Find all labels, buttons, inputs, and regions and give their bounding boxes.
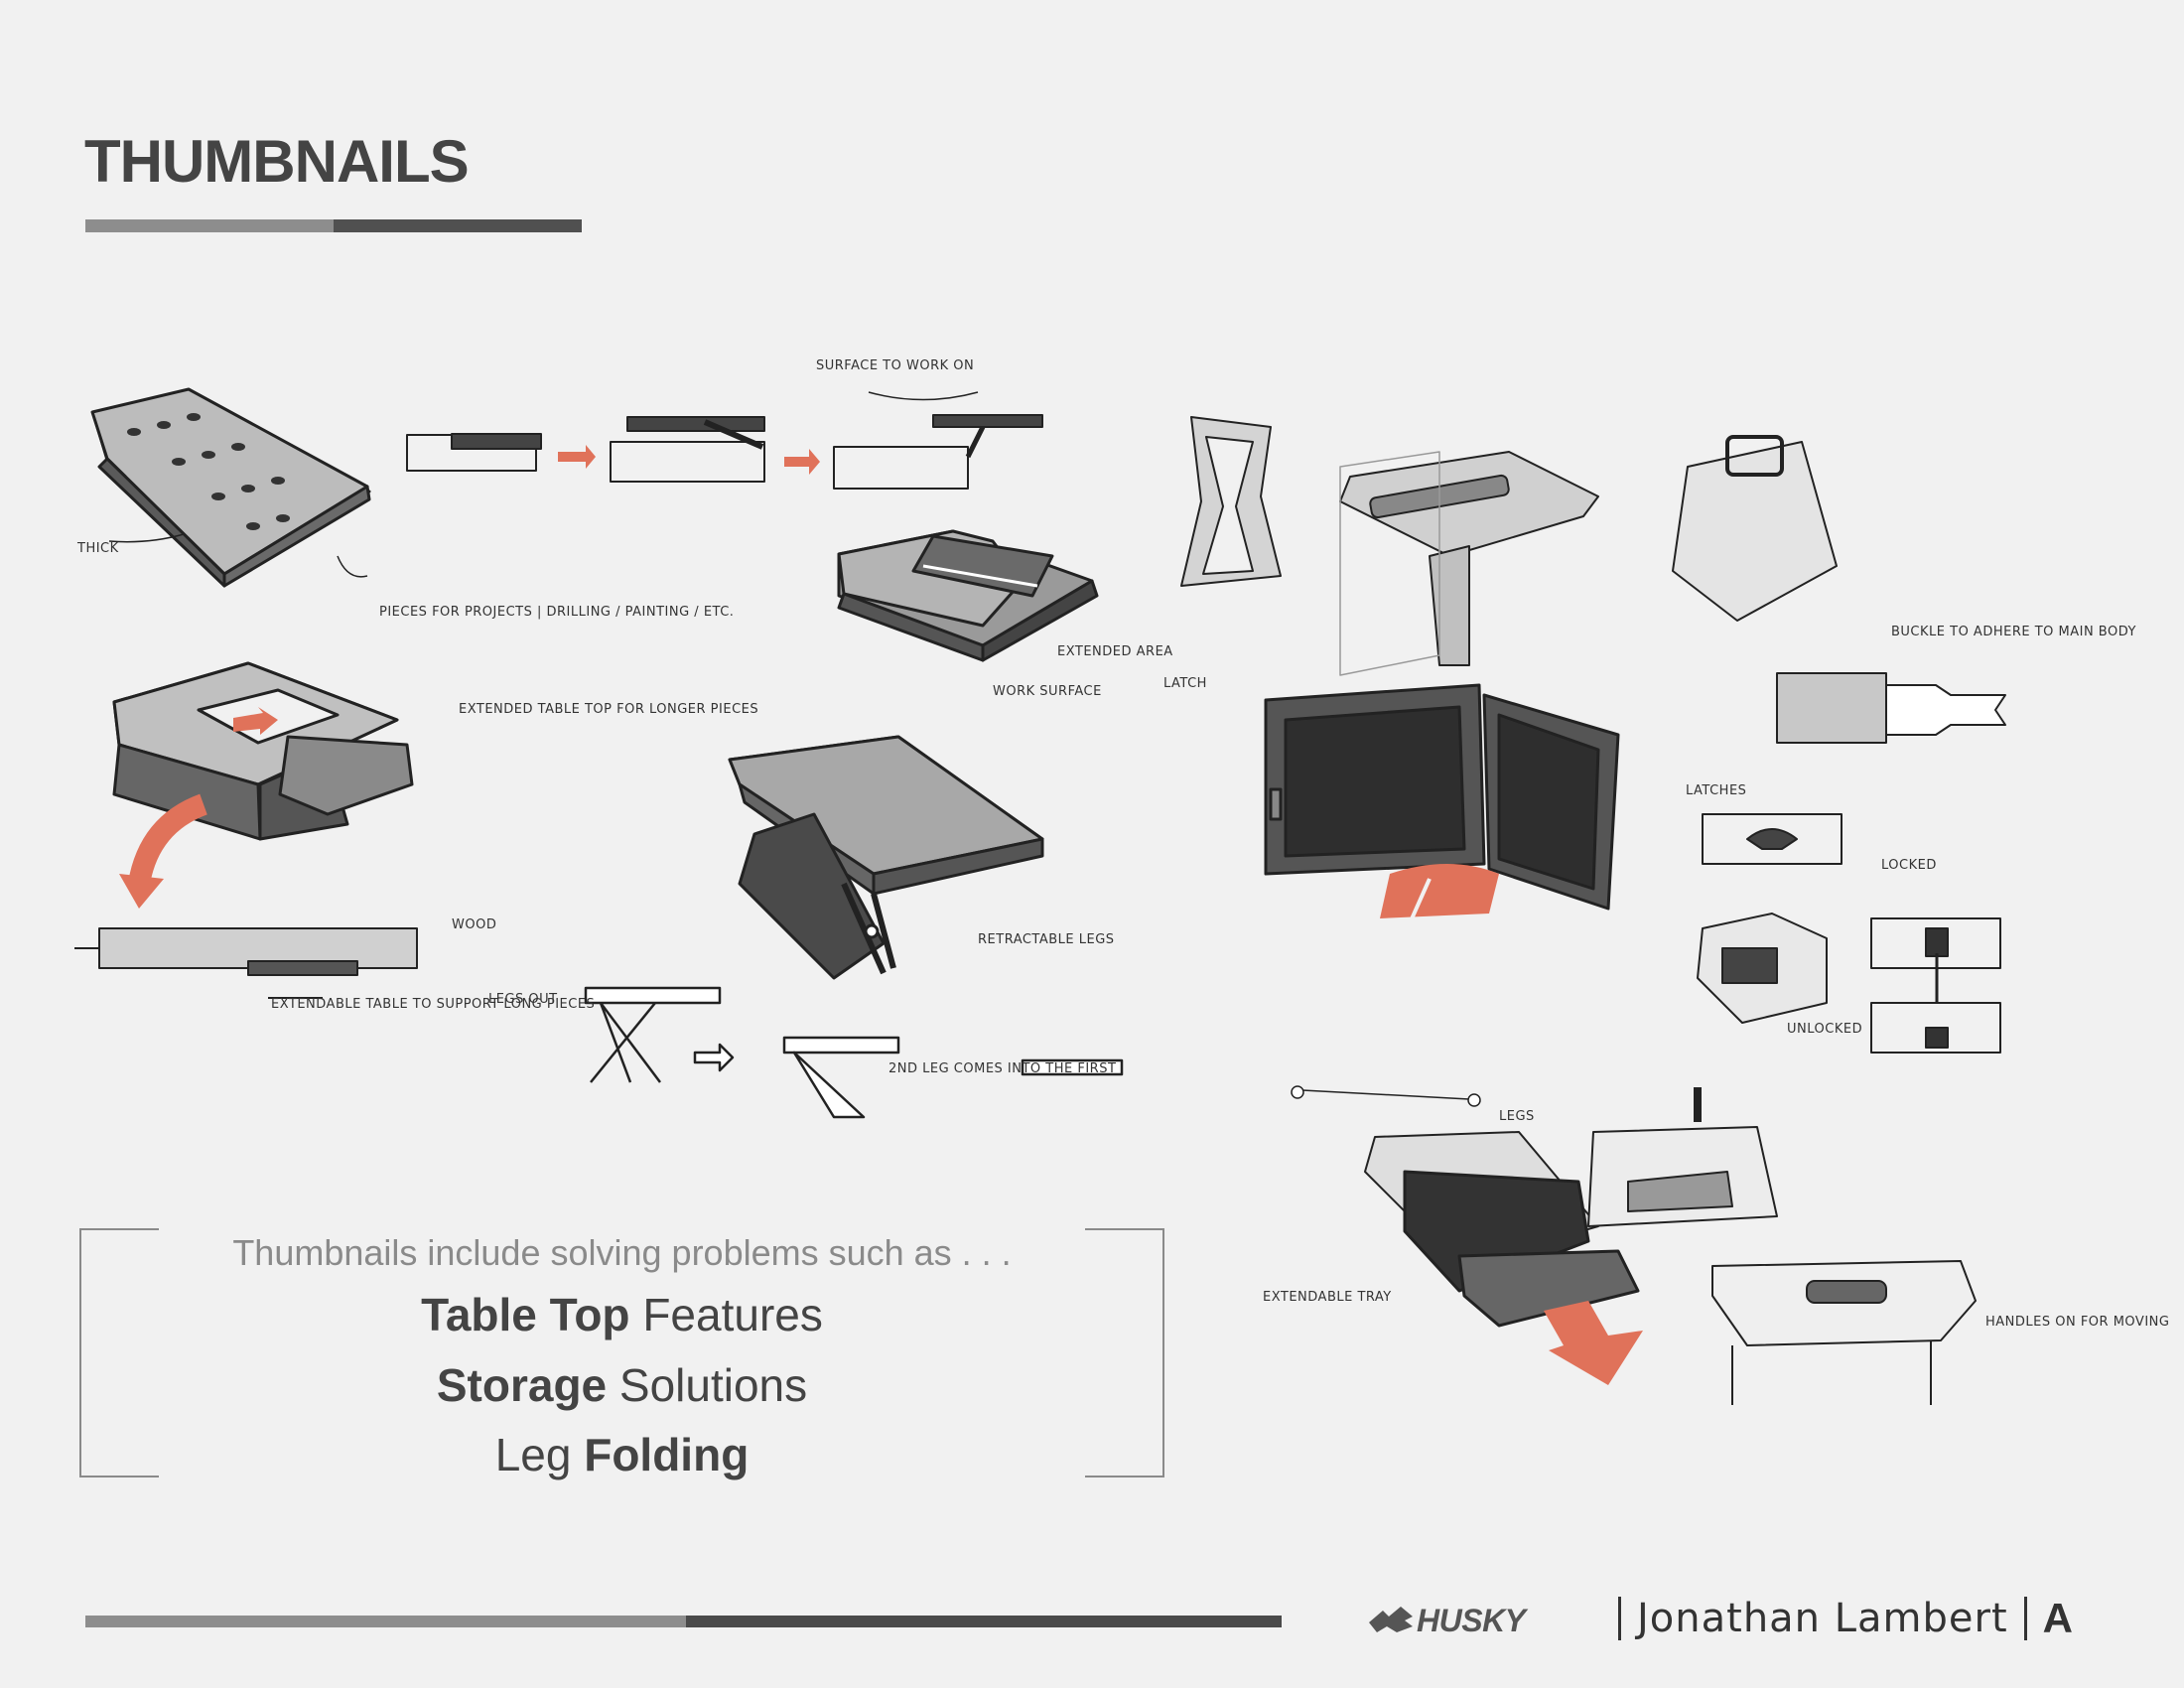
title-underline-light — [85, 219, 334, 232]
note-extendable-table: EXTENDABLE TABLE TO SUPPORT LONG PIECES — [271, 997, 595, 1012]
footer-bar-light — [85, 1616, 686, 1627]
husky-logo: HUSKY — [1367, 1599, 1526, 1642]
sketch-tool-clamp — [1180, 416, 1282, 587]
sketch-handle-bench — [1711, 1260, 1977, 1405]
callout-line-storage: Storage Solutions — [79, 1358, 1164, 1412]
note-buckle: BUCKLE TO ADHERE TO MAIN BODY — [1891, 625, 2136, 639]
callout-rest-leg: Leg — [494, 1429, 585, 1480]
callout-rest-solutions: Solutions — [607, 1359, 808, 1411]
note-legs: LEGS — [1499, 1109, 1535, 1124]
note-latch: LATCH — [1163, 676, 1207, 691]
sketch-extended-table — [112, 661, 414, 909]
note-surface-to-work: SURFACE TO WORK ON — [816, 358, 974, 373]
author-name: Jonathan Lambert — [1637, 1596, 2008, 1641]
sketch-leg-fold — [584, 986, 1124, 1119]
footer-bar-dark — [686, 1616, 1282, 1627]
sketch-storage-case — [1672, 435, 1838, 622]
note-extended-area: EXTENDED AREA — [1057, 644, 1173, 659]
separator — [1618, 1597, 1621, 1640]
callout-bracket-left — [79, 1228, 159, 1477]
separator — [2023, 1597, 2027, 1640]
note-unlocked: UNLOCKED — [1787, 1022, 1862, 1037]
note-extendable-tray: EXTENDABLE TRAY — [1263, 1290, 1392, 1305]
note-wood: WOOD — [452, 917, 496, 932]
note-thick: THICK — [76, 541, 119, 556]
author-line: Jonathan Lambert A — [1602, 1593, 2073, 1644]
callout-line-leg-folding: Leg Folding — [79, 1428, 1164, 1481]
note-legs-out: LEGS OUT — [488, 992, 558, 1007]
sketch-extendable-tray — [1364, 1131, 1643, 1385]
note-extended-table: EXTENDED TABLE TOP FOR LONGER PIECES — [459, 702, 758, 717]
page-title: THUMBNAILS — [84, 128, 470, 195]
sketch-wood-plank — [74, 927, 418, 999]
sketch-table-process — [406, 391, 1043, 490]
sketch-perspective-table — [1339, 451, 1599, 676]
note-handles: HANDLES ON FOR MOVING — [1985, 1315, 2169, 1330]
sketch-open-box — [1264, 683, 1620, 924]
sketch-slider — [1291, 1085, 1702, 1122]
callout-bold-table-top: Table Top — [421, 1289, 630, 1340]
callout-box: Thumbnails include solving problems such… — [79, 1228, 1164, 1480]
note-pieces: PIECES FOR PROJECTS | DRILLING / PAINTIN… — [379, 605, 734, 620]
callout-rest-features: Features — [629, 1289, 823, 1340]
husky-wordmark: HUSKY — [1417, 1602, 1526, 1638]
sketch-small-case — [1697, 913, 1828, 1024]
note-locked: LOCKED — [1881, 858, 1937, 873]
callout-bold-folding: Folding — [584, 1429, 750, 1480]
husky-dog-icon — [1369, 1607, 1413, 1632]
title-underline-dark — [334, 219, 582, 232]
sketch-buckle — [1776, 672, 2006, 744]
sketch-retractable-table — [728, 735, 1044, 980]
callout-bold-storage: Storage — [436, 1359, 608, 1411]
sketch-latch — [1702, 813, 1843, 865]
sketch-lock-states — [1870, 917, 2001, 1054]
page-letter: A — [2042, 1595, 2073, 1641]
note-work-surface: WORK SURFACE — [993, 684, 1102, 699]
sketch-lid — [1587, 1126, 1778, 1227]
note-latches: LATCHES — [1686, 783, 1746, 798]
sketch-work-surface — [837, 529, 1099, 662]
callout-intro: Thumbnails include solving problems such… — [232, 1232, 1012, 1273]
sketch-pegboard-slab — [90, 387, 371, 588]
callout-line-table-top: Table Top Features — [79, 1288, 1164, 1341]
note-retractable-legs: RETRACTABLE LEGS — [978, 932, 1115, 947]
note-second-leg: 2ND LEG COMES INTO THE FIRST — [888, 1061, 1116, 1076]
callout-bracket-right — [1085, 1228, 1164, 1477]
